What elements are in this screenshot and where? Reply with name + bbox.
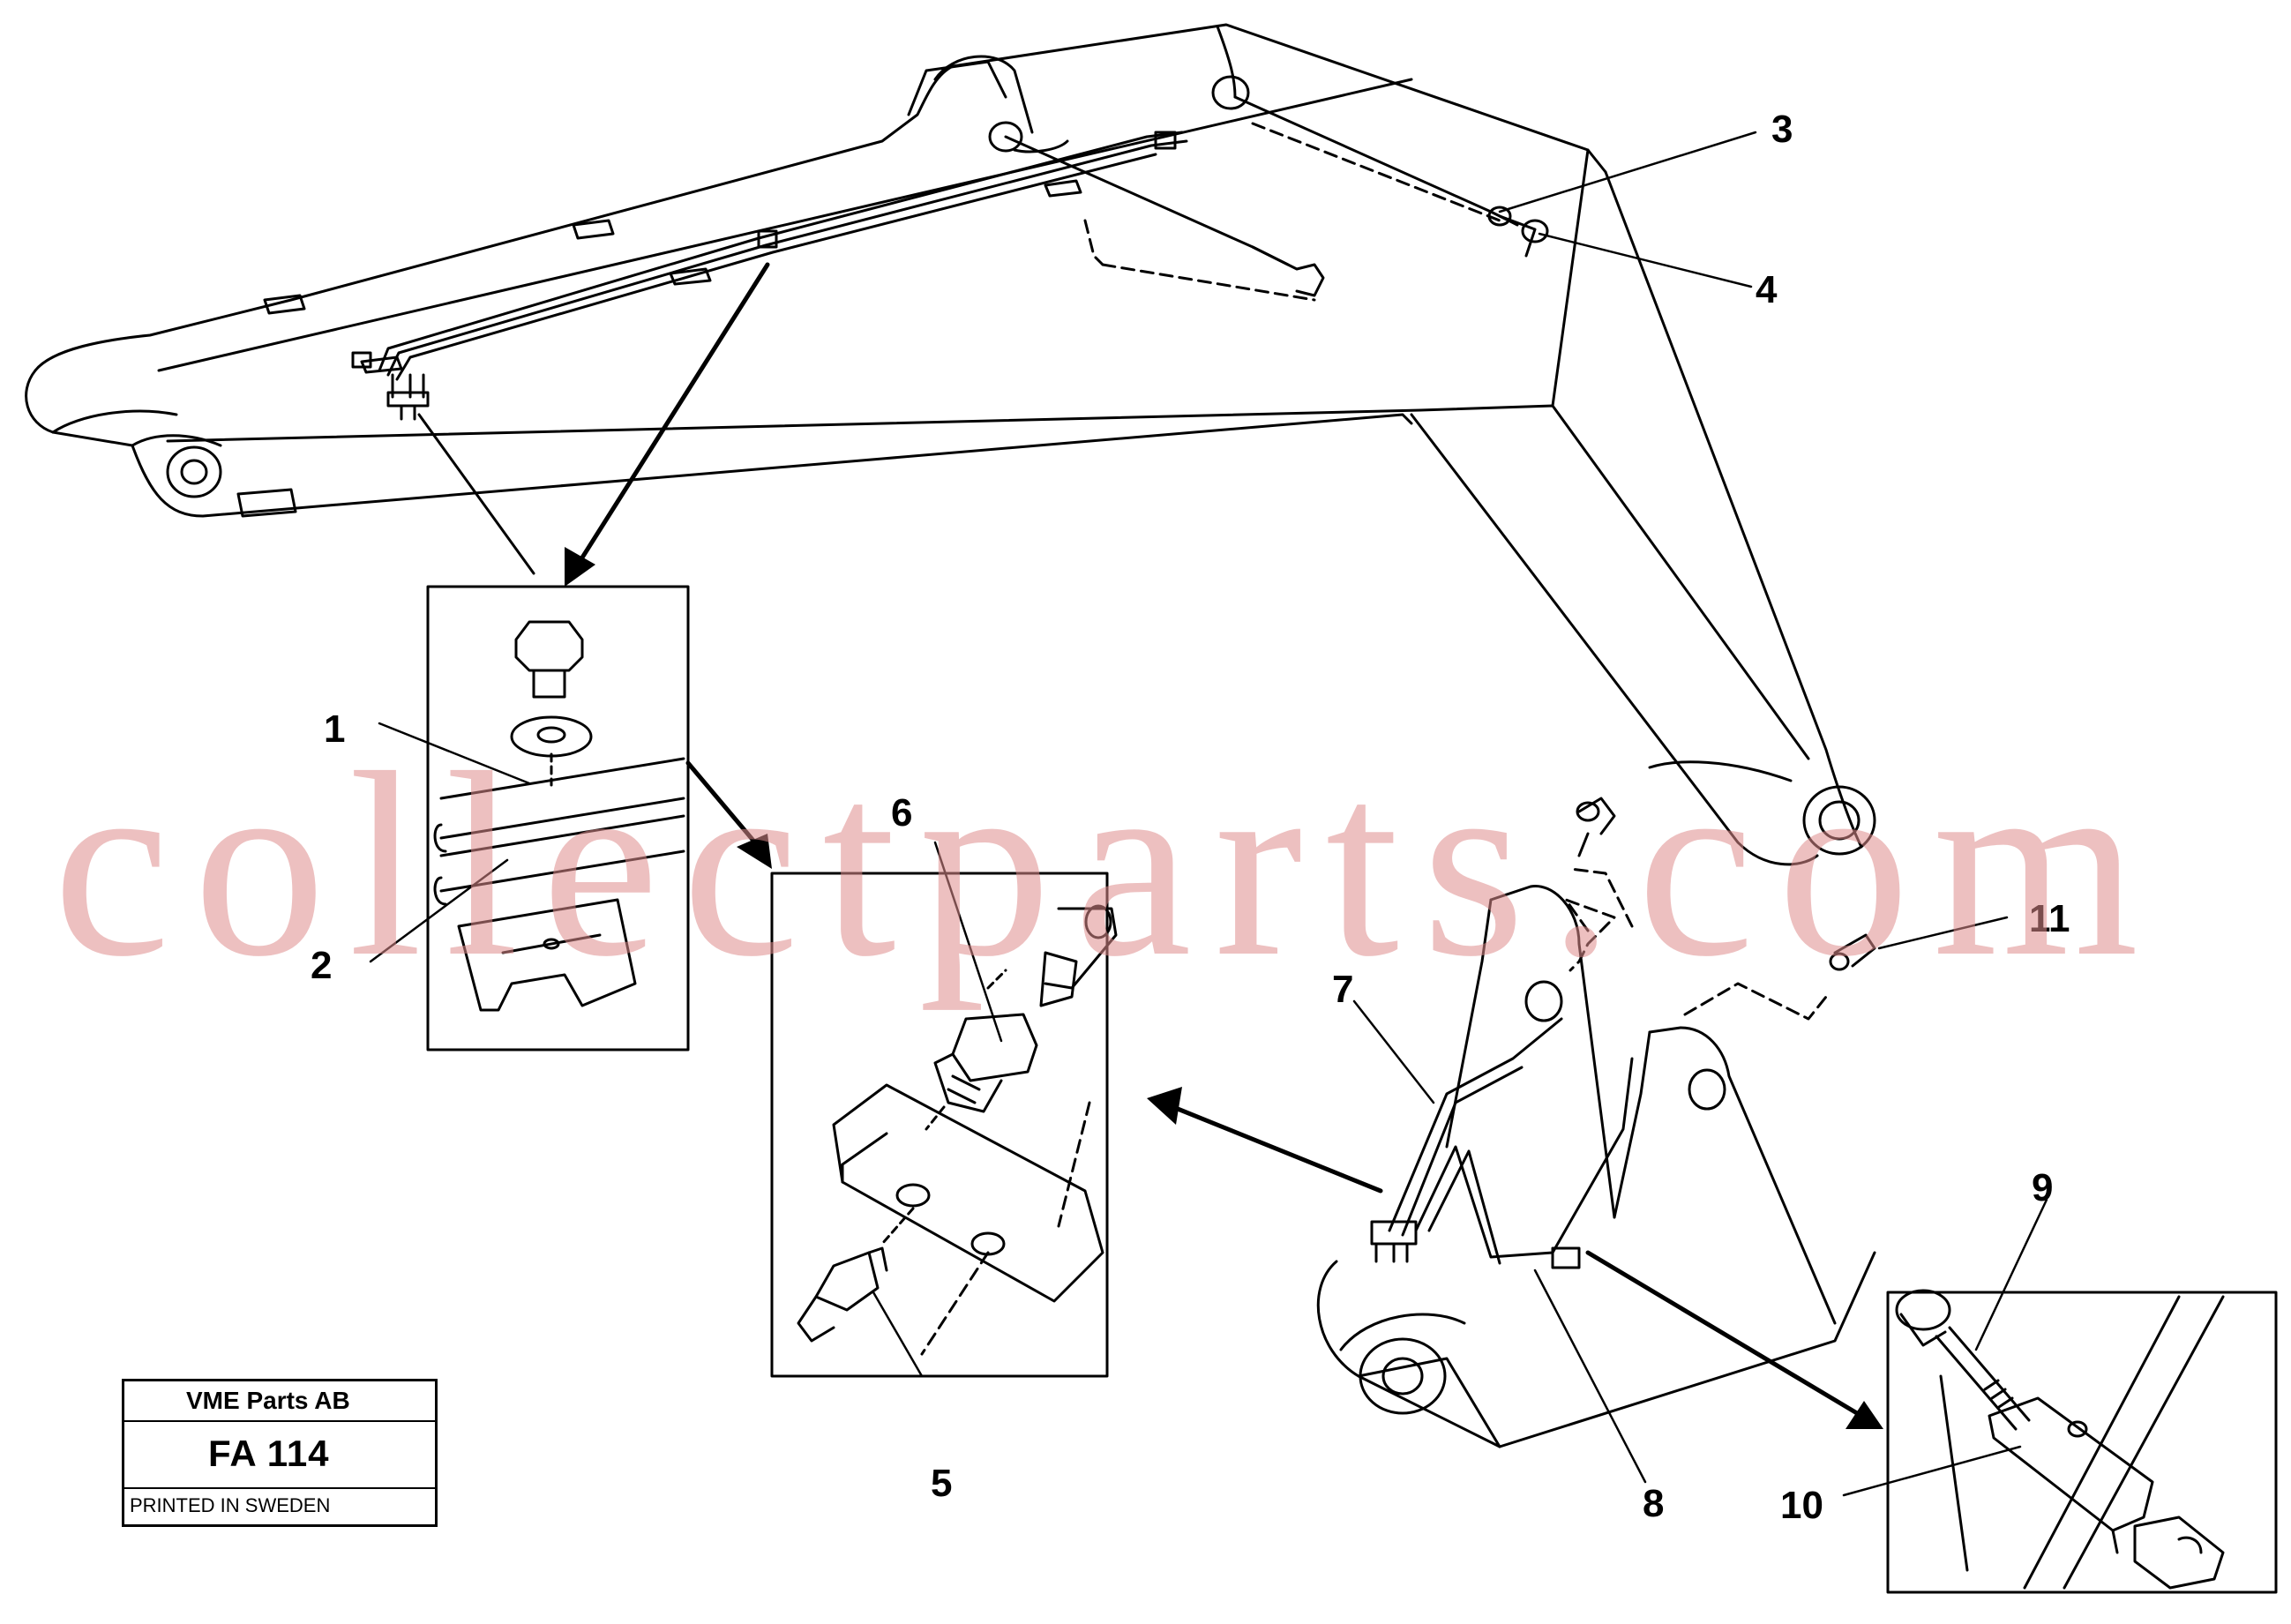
title-block-code: FA 114 (124, 1420, 435, 1489)
stick-end (1316, 797, 1876, 1448)
detail-box-fitting (770, 872, 1118, 1378)
pointer-arrows (565, 262, 1883, 1429)
detail-box-clamp (426, 585, 690, 1051)
part-label-10: 10 (1780, 1484, 1823, 1527)
part-label-11: 11 (2029, 897, 2070, 940)
part-label-4: 4 (1756, 268, 1778, 311)
leader-lines (369, 131, 2048, 1497)
title-block-company: VME Parts AB (124, 1381, 435, 1422)
pointer-lines (417, 413, 535, 575)
title-block-printed: PRINTED IN SWEDEN (130, 1494, 331, 1516)
excavator-boom (25, 23, 1876, 866)
detail-box-bolt-clamp (1886, 1289, 2278, 1594)
part-label-7: 7 (1332, 968, 1354, 1011)
part-label-8: 8 (1643, 1482, 1665, 1525)
title-block: VME Parts AB FA 114 PRINTED IN SWEDEN (122, 1379, 438, 1527)
part-label-9: 9 (2032, 1166, 2054, 1209)
part-label-6: 6 (891, 791, 913, 834)
part-label-5: 5 (931, 1462, 953, 1505)
part-label-3: 3 (1771, 108, 1793, 151)
part-label-1: 1 (324, 707, 346, 751)
part-label-2: 2 (311, 944, 333, 987)
